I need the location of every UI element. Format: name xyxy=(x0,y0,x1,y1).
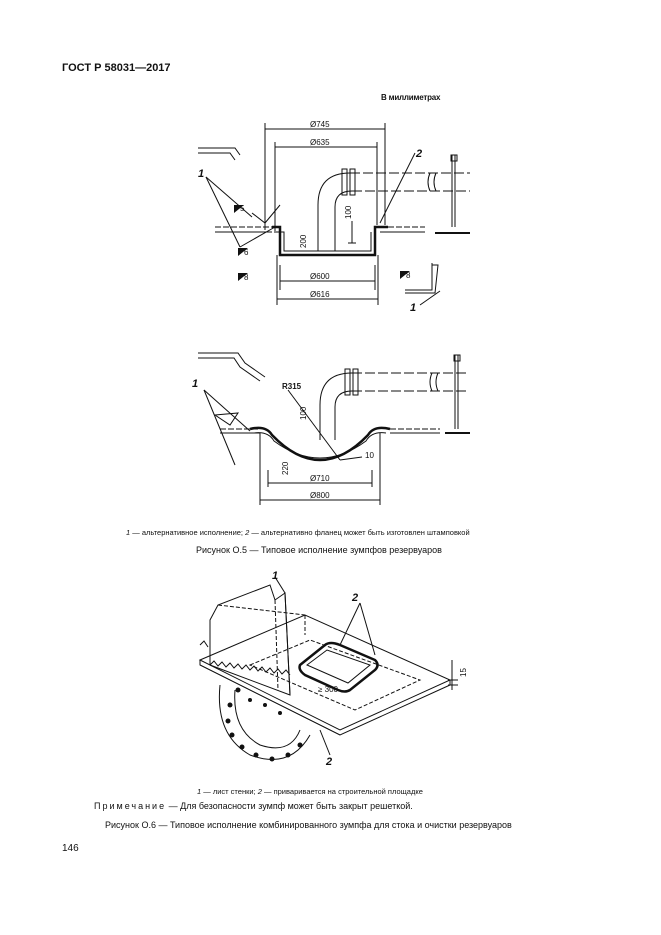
weld-6: 6 xyxy=(244,248,249,257)
units-note: В миллиметрах xyxy=(381,93,441,102)
page-number: 146 xyxy=(62,843,79,854)
dim-r315: R315 xyxy=(282,382,302,391)
weld-8: 8 xyxy=(244,273,249,282)
dim-d600: Ø600 xyxy=(310,272,330,281)
dim-h100b: 100 xyxy=(299,406,308,420)
figure-o6-note: Примечание — Для безопасности зумпф може… xyxy=(94,801,413,811)
dim-d800: Ø800 xyxy=(310,491,330,500)
label-2: 2 xyxy=(415,148,422,160)
dim-d635: Ø635 xyxy=(310,138,330,147)
label-1b: 1 xyxy=(410,302,416,314)
figure-o5-upper-drawing: Ø745 Ø635 Ø600 Ø616 200 100 5 6 8 8 1 2 … xyxy=(198,120,470,314)
figure-o6-drawing: ≥ 300 15 1 2 2 xyxy=(198,570,468,768)
figure-o5-lower-drawing: R315 100 220 Ø710 Ø800 10 1 xyxy=(192,352,470,505)
dim-15: 15 xyxy=(459,668,468,677)
label-o6-2b: 2 xyxy=(325,756,332,768)
label-o6-1: 1 xyxy=(272,570,278,582)
dim-h220: 220 xyxy=(281,461,290,475)
figure-o6-title: Рисунок О.6 — Типовое исполнение комбини… xyxy=(105,820,512,830)
document-header: ГОСТ Р 58031—2017 xyxy=(62,62,171,74)
label-1a: 1 xyxy=(198,168,204,180)
figure-o5-title: Рисунок О.5 — Типовое исполнение зумпфов… xyxy=(196,545,442,555)
dim-h200: 200 xyxy=(299,234,308,248)
figure-o6-legend: 1 — лист стенки; 2 — приваривается на ст… xyxy=(197,787,423,796)
dim-h100: 100 xyxy=(344,205,353,219)
weld-10: 10 xyxy=(365,451,374,460)
dim-d710: Ø710 xyxy=(310,474,330,483)
weld-8b: 8 xyxy=(406,271,411,280)
dim-d616: Ø616 xyxy=(310,290,330,299)
dim-d745: Ø745 xyxy=(310,120,330,129)
weld-5: 5 xyxy=(240,204,245,213)
figure-o5-legend: 1 — альтернативное исполнение; 2 — альте… xyxy=(126,528,470,537)
dim-300: ≥ 300 xyxy=(318,685,339,694)
label-1c: 1 xyxy=(192,378,198,390)
label-o6-2a: 2 xyxy=(351,592,358,604)
